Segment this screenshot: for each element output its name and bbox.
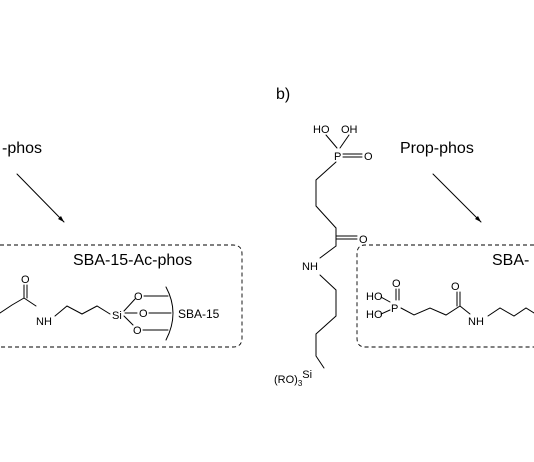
central-oh: OH xyxy=(341,124,358,136)
right-box-title: SBA- xyxy=(492,252,529,269)
left-compound-label: -phos xyxy=(2,140,42,157)
left-oxygen-1: O xyxy=(134,291,143,303)
left-amide-nh: NH xyxy=(36,316,52,328)
left-box-title: SBA-15-Ac-phos xyxy=(73,252,192,269)
left-oxygen-3: O xyxy=(133,325,142,337)
right-arrow xyxy=(432,173,482,223)
central-amide-nh: NH xyxy=(302,261,318,273)
right-compound-label: Prop-phos xyxy=(400,140,474,157)
left-silicon: Si xyxy=(112,310,122,322)
right-phosphoryl-oxygen: O xyxy=(392,278,401,290)
right-ho-1: HO xyxy=(366,291,383,303)
right-phosphorus: P xyxy=(391,303,398,315)
left-molecule: O NH Si O O O SBA-15 xyxy=(0,274,220,341)
right-amide-nh: NH xyxy=(468,316,484,328)
central-ho: HO xyxy=(313,124,330,136)
left-sba15-label: SBA-15 xyxy=(178,307,220,321)
central-molecule: HO OH P O O NH (RO)3Si xyxy=(274,124,373,388)
left-oxygen-2: O xyxy=(139,308,148,320)
central-phosphoryl-oxygen: O xyxy=(364,151,373,163)
right-carbonyl-oxygen: O xyxy=(451,281,460,293)
left-dashed-box xyxy=(0,244,243,348)
right-molecule: O HO HO P O NH xyxy=(366,278,534,328)
left-carbonyl-oxygen: O xyxy=(21,274,30,286)
panel-b-label: b) xyxy=(276,86,290,103)
central-alkoxy: (RO)3Si xyxy=(274,369,312,388)
right-dashed-box xyxy=(356,244,534,348)
left-arrow xyxy=(16,173,65,223)
central-phosphorus: P xyxy=(334,151,341,163)
right-ho-2: HO xyxy=(366,309,383,321)
central-carbonyl-oxygen: O xyxy=(359,234,368,246)
